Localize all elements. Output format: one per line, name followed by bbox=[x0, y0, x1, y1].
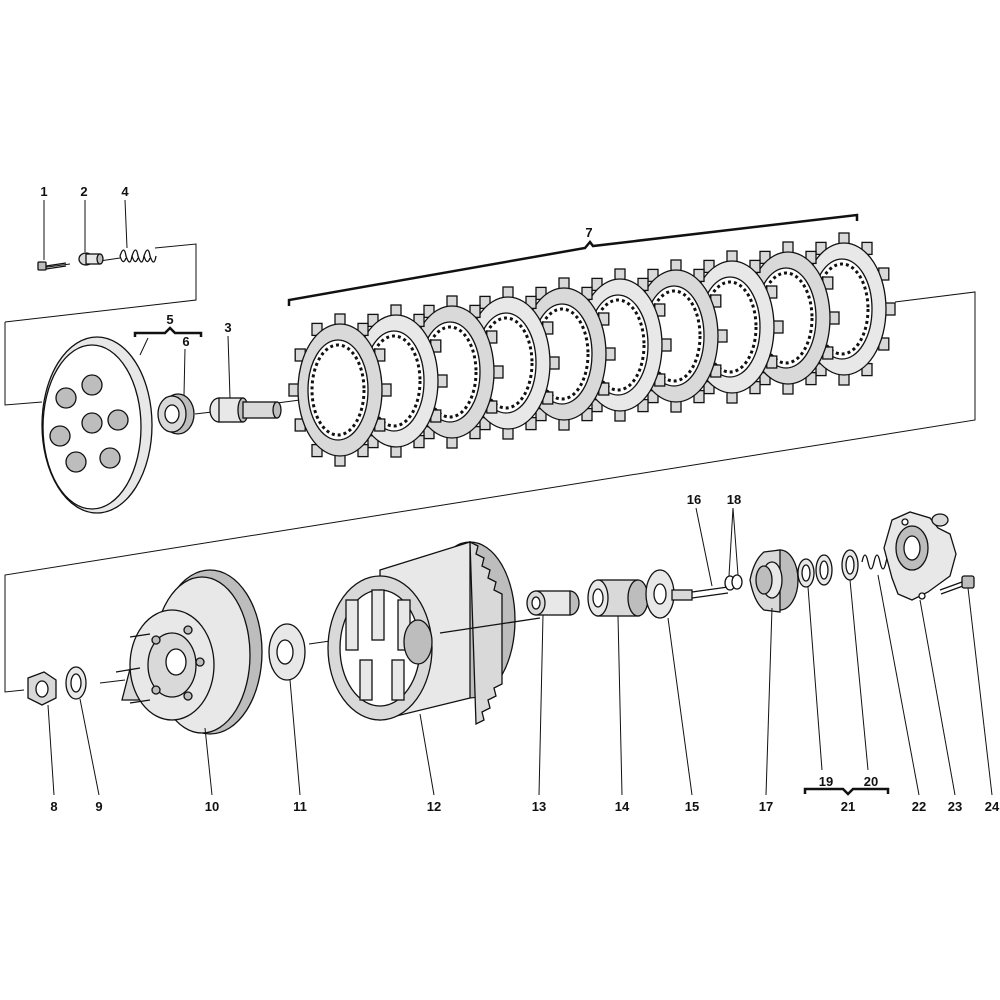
callout-2: 2 bbox=[80, 184, 87, 199]
part-17-piston bbox=[749, 549, 799, 613]
part-1-screw bbox=[37, 261, 67, 271]
part-13-spacer bbox=[526, 590, 580, 616]
callout-20: 20 bbox=[864, 774, 878, 789]
callout-8: 8 bbox=[50, 799, 57, 814]
part-22-spring bbox=[861, 554, 893, 570]
part-23-slave-cylinder bbox=[883, 511, 957, 601]
callout-21: 21 bbox=[841, 799, 855, 814]
brackets bbox=[133, 213, 890, 796]
callout-18: 18 bbox=[727, 492, 741, 507]
callout-15: 15 bbox=[685, 799, 699, 814]
disc-inner-teeth bbox=[422, 325, 478, 419]
callout-23: 23 bbox=[948, 799, 962, 814]
frame-lines bbox=[4, 243, 976, 693]
part-20-seal bbox=[841, 549, 859, 581]
disc-inner-hole bbox=[307, 339, 369, 441]
part-5-pressure-plate bbox=[41, 336, 153, 514]
disc-inner-teeth bbox=[646, 289, 702, 383]
callout-13: 13 bbox=[532, 799, 546, 814]
part-19b-ring bbox=[815, 554, 833, 586]
callout-19: 19 bbox=[819, 774, 833, 789]
part-18-o-rings bbox=[724, 574, 743, 591]
part-9-washer bbox=[65, 666, 87, 700]
part-3-pushrod-bushing bbox=[209, 397, 282, 423]
leader-lines bbox=[43, 199, 993, 796]
callout-7: 7 bbox=[585, 225, 592, 240]
part-8-nut bbox=[27, 671, 57, 706]
part-14-needle-bearing bbox=[587, 579, 649, 617]
callout-labels: 1 2 3 4 5 6 7 8 9 10 11 12 13 14 15 16 1… bbox=[40, 184, 1000, 814]
callout-5: 5 bbox=[166, 312, 173, 327]
part-16-pushrod bbox=[691, 586, 729, 599]
part-15-thrust-plate bbox=[645, 569, 693, 619]
callout-22: 22 bbox=[912, 799, 926, 814]
part-2-pin bbox=[78, 252, 104, 266]
callout-6: 6 bbox=[182, 334, 189, 349]
part-11-thrust-washer bbox=[268, 623, 306, 681]
callout-14: 14 bbox=[615, 799, 630, 814]
callout-24: 24 bbox=[985, 799, 1000, 814]
clutch-disc bbox=[288, 313, 392, 467]
callout-3: 3 bbox=[224, 320, 231, 335]
disc-inner-teeth bbox=[366, 334, 422, 428]
callout-16: 16 bbox=[687, 492, 701, 507]
disc-inner-teeth bbox=[534, 307, 590, 401]
part-10-clutch-hub bbox=[115, 569, 263, 735]
disc-inner-teeth bbox=[590, 298, 646, 392]
callout-17: 17 bbox=[759, 799, 773, 814]
callout-4: 4 bbox=[121, 184, 129, 199]
callout-10: 10 bbox=[205, 799, 219, 814]
disc-inner-teeth bbox=[478, 316, 534, 410]
disc-inner-teeth bbox=[702, 280, 758, 374]
disc-inner-teeth bbox=[814, 262, 870, 356]
disc-inner-teeth bbox=[758, 271, 814, 365]
part-7-clutch-disc-stack bbox=[288, 232, 896, 467]
callout-1: 1 bbox=[40, 184, 47, 199]
disc-inner-teeth bbox=[310, 343, 366, 437]
part-19-seal bbox=[797, 558, 815, 588]
part-12-clutch-basket bbox=[327, 540, 541, 726]
callout-9: 9 bbox=[95, 799, 102, 814]
callout-12: 12 bbox=[427, 799, 441, 814]
part-6-bearing bbox=[157, 393, 195, 435]
callout-11: 11 bbox=[293, 799, 307, 814]
part-4-spring bbox=[119, 249, 157, 263]
